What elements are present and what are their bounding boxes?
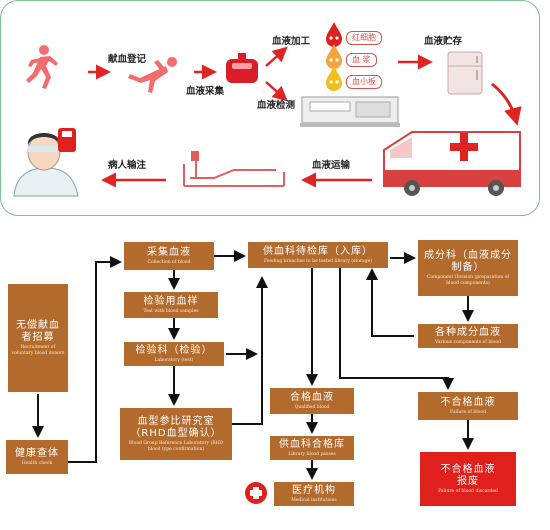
pushing-person-icon bbox=[128, 57, 177, 93]
label-blood-testing: 血液检测 bbox=[256, 100, 295, 111]
label-blood-processing: 血液加工 bbox=[272, 36, 311, 47]
box-component-division-zh: 成分科（血液成分制备） bbox=[424, 249, 512, 273]
box-qualified-en: Qualified blood bbox=[294, 404, 330, 410]
box-recruitment-zh: 无偿献血者招募 bbox=[16, 319, 60, 343]
box-blood-group-lab: 血型参比研究室（RHD血型确认） Blood Group Reference L… bbox=[120, 408, 232, 460]
box-failure-en: Failure of blood bbox=[450, 409, 486, 415]
box-component-division: 成分科（血液成分制备） Component Division (preparat… bbox=[418, 240, 518, 296]
box-collection: 采集血液 Collection of blood bbox=[124, 242, 214, 270]
label-blood-transport: 血液运输 bbox=[312, 160, 351, 171]
box-health-check-zh: 健康查体 bbox=[15, 447, 59, 459]
label-blood-collection: 血液采集 bbox=[186, 86, 225, 97]
ambulance-icon bbox=[383, 131, 521, 196]
box-collection-en: Collection of blood bbox=[147, 259, 191, 265]
box-medical-institutions-zh: 医疗机构 bbox=[292, 484, 336, 496]
box-discarded: 不合格血液报废 Failure of blood discarded bbox=[420, 452, 516, 506]
label-donation-registration: 献血登记 bbox=[108, 54, 147, 65]
box-test-samples: 检验用血样 Test with blood samples bbox=[124, 292, 218, 318]
red-cross-icon bbox=[245, 482, 267, 504]
box-library-passes: 供血科合格库 Library blood passes bbox=[270, 436, 354, 460]
box-discarded-zh: 不合格血液报废 bbox=[440, 463, 496, 487]
box-feeding-branches-en: Feeding branches to be tested library (s… bbox=[263, 258, 373, 264]
box-medical-institutions: 医疗机构 Medical institutions bbox=[274, 482, 354, 506]
box-library-passes-en: Library blood passes bbox=[288, 451, 336, 457]
box-qualified: 合格血液 Qualified blood bbox=[270, 388, 354, 414]
box-blood-group-lab-en: Blood Group Reference Laboratory (RHD bl… bbox=[128, 440, 224, 452]
label-patient-transfusion: 病人输注 bbox=[108, 160, 147, 171]
box-various-components-en: Various components of blood bbox=[435, 339, 501, 345]
pill-platelets: 血小板 bbox=[346, 75, 382, 89]
box-medical-institutions-en: Medical institutions bbox=[291, 497, 337, 503]
box-qualified-zh: 合格血液 bbox=[290, 391, 334, 403]
box-various-components: 各种成分血液 Various components of blood bbox=[418, 324, 518, 348]
refrigerator-icon bbox=[447, 51, 483, 95]
box-failure-zh: 不合格血液 bbox=[440, 396, 496, 408]
hospital-bed-icon bbox=[183, 151, 285, 187]
box-component-division-en: Component Division (preparation of blood… bbox=[426, 274, 510, 286]
box-feeding-branches: 供血科待检库（入库） Feeding branches to be tested… bbox=[248, 242, 388, 268]
box-test-samples-zh: 检验用血样 bbox=[143, 295, 199, 307]
pill-plasma: 血 浆 bbox=[346, 53, 377, 67]
box-test-samples-en: Test with blood samples bbox=[143, 308, 199, 314]
box-laboratory-en: Laboratory (test) bbox=[154, 357, 194, 363]
pill-red-cells: 红细胞 bbox=[346, 31, 382, 45]
box-various-components-zh: 各种成分血液 bbox=[435, 326, 501, 338]
box-failure: 不合格血液 Failure of blood bbox=[418, 392, 518, 420]
box-recruitment: 无偿献血者招募 Recruitment of voluntary blood d… bbox=[8, 284, 68, 392]
flow-connectors bbox=[32, 250, 474, 480]
box-discarded-en: Failure of blood discarded bbox=[438, 488, 498, 494]
running-person-icon bbox=[26, 45, 58, 89]
box-collection-zh: 采集血液 bbox=[147, 246, 191, 258]
box-library-passes-zh: 供血科合格库 bbox=[279, 438, 345, 450]
box-feeding-branches-zh: 供血科待检库（入库） bbox=[263, 245, 373, 257]
box-laboratory: 检验科（检验） Laboratory (test) bbox=[124, 342, 224, 366]
blood-drop-icon bbox=[326, 22, 342, 47]
analyzer-machine-icon bbox=[300, 96, 400, 127]
patient-icon bbox=[13, 128, 79, 197]
label-blood-storage: 血液贮存 bbox=[424, 36, 463, 47]
box-recruitment-en: Recruitment of voluntary blood donors bbox=[11, 344, 65, 356]
blood-bag-icon bbox=[226, 53, 258, 83]
blood-drop-icon bbox=[326, 44, 342, 69]
blood-drop-icon bbox=[326, 66, 342, 91]
box-blood-group-lab-zh: 血型参比研究室（RHD血型确认） bbox=[130, 415, 222, 439]
box-health-check: 健康查体 Health check bbox=[6, 440, 68, 474]
box-health-check-en: Health check bbox=[21, 460, 53, 466]
box-laboratory-zh: 检验科（检验） bbox=[135, 344, 213, 356]
